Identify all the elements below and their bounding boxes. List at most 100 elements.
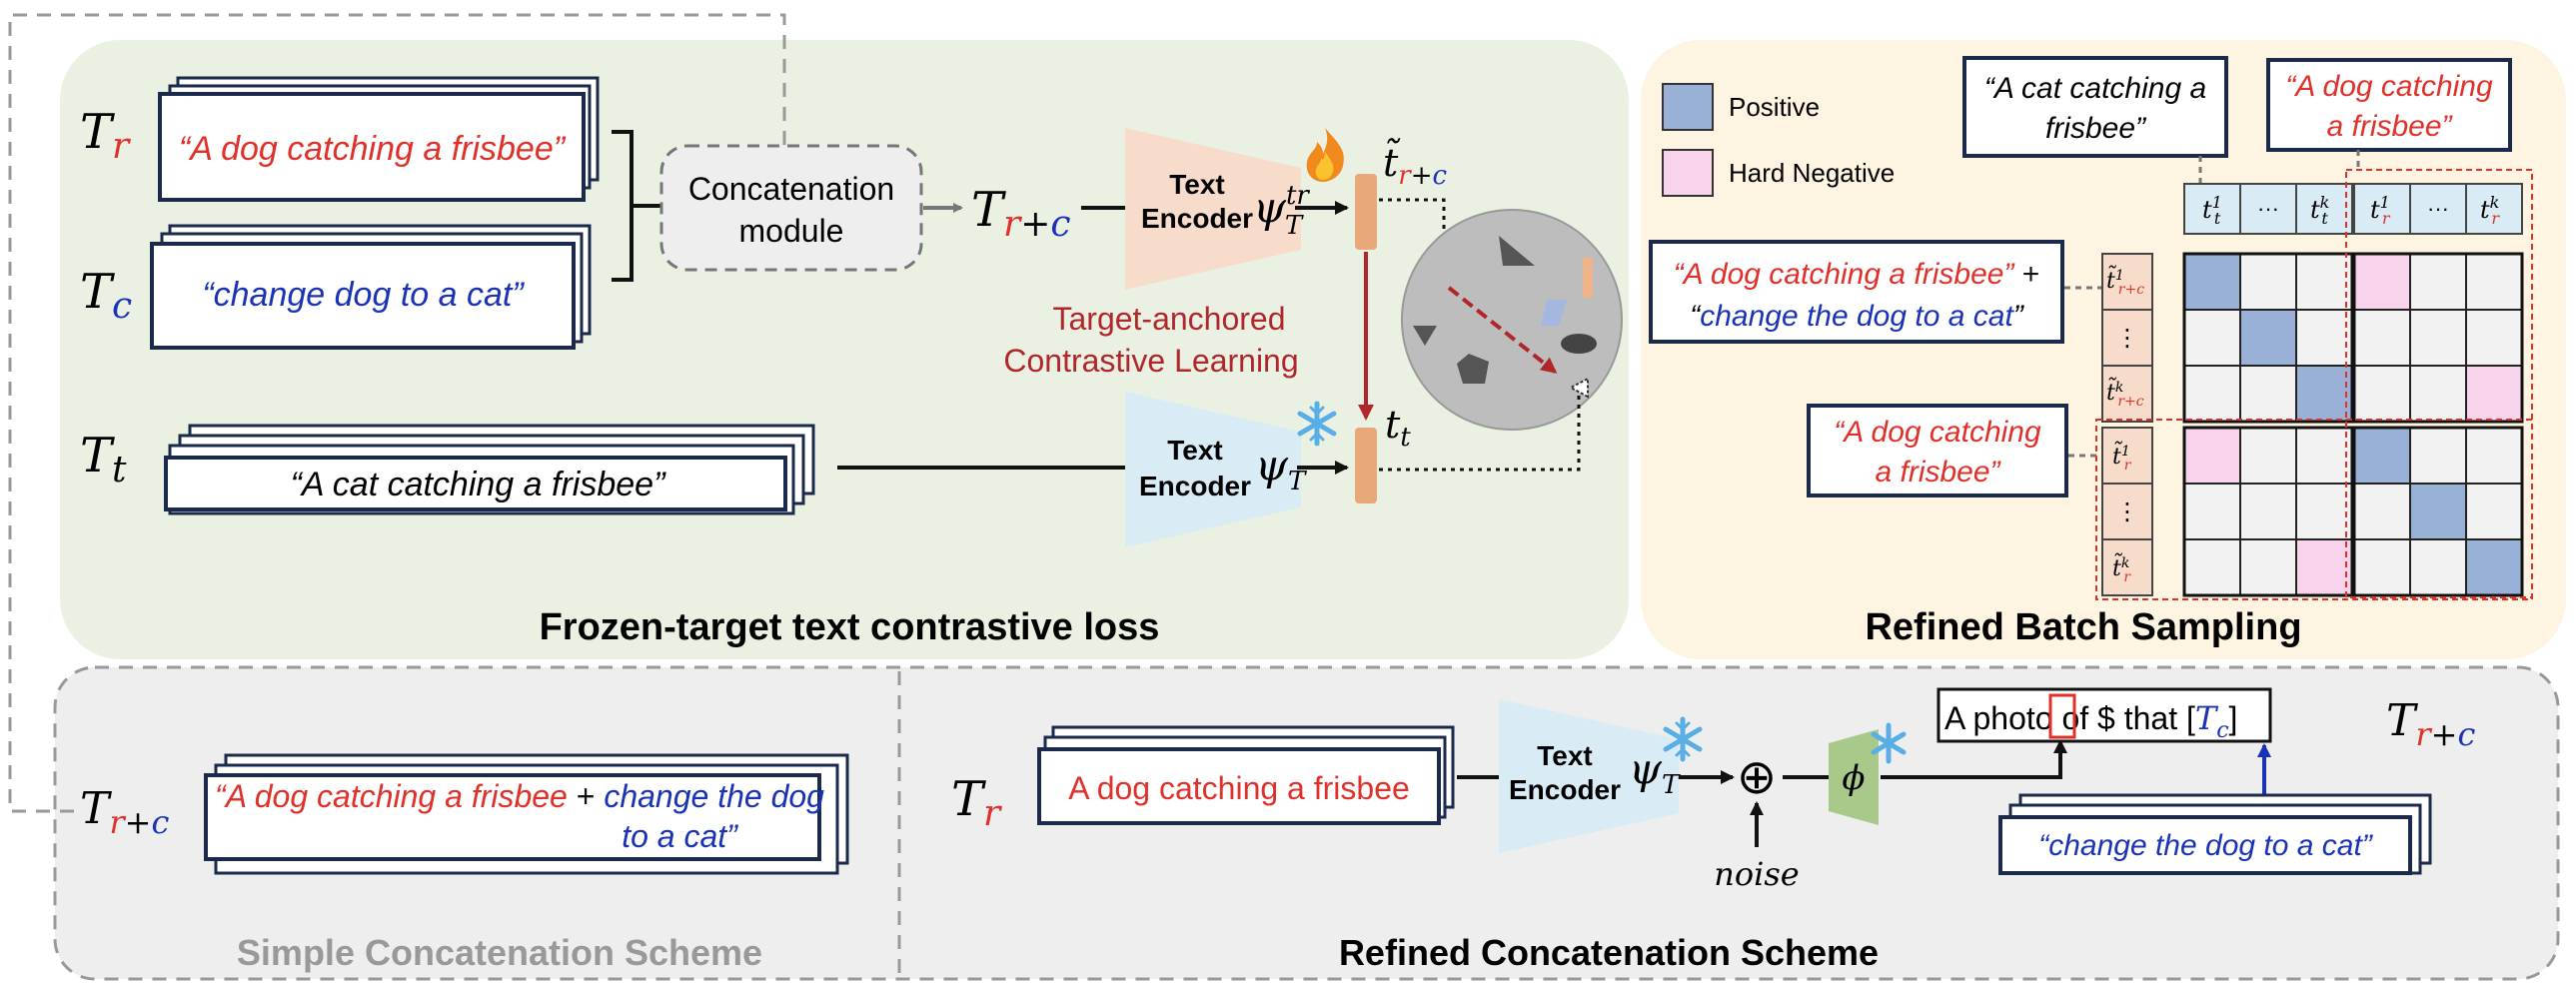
encoder3-line1: Text (1537, 740, 1593, 771)
box-combined-query (1649, 240, 2064, 344)
svg-text:t1t: t1t (2202, 193, 2222, 228)
snowflake-icon (1663, 716, 1703, 762)
stack-reference-text: “A dog catching a frisbee” (158, 76, 600, 202)
text-target: “A cat catching a frisbee” (291, 466, 666, 503)
matrix-cell (2465, 309, 2523, 367)
similarity-matrix (2182, 252, 2524, 597)
matrix-cell (2239, 253, 2297, 311)
matrix-cell (2353, 427, 2411, 485)
matrix-cell (2409, 538, 2467, 596)
hard-negative-group-columns (2345, 169, 2533, 598)
svg-text:t̃kr: t̃kr (2112, 551, 2131, 585)
bracket (612, 130, 661, 282)
svg-text:t̃1r+c: t̃1r+c (2106, 264, 2144, 298)
loss-label-1: Target-anchored (1052, 301, 1285, 337)
matrix-cell (2409, 427, 2467, 485)
matrix-block (2182, 426, 2354, 597)
matrix-cell (2409, 365, 2467, 423)
stack-refined-reference: A dog catching a frisbee (1037, 725, 1455, 825)
box-target-cat (1962, 56, 2228, 158)
label-tr-refined: Tr (951, 771, 1002, 834)
label-tc: Tc (80, 264, 132, 327)
label-trc-simple: Tr+c (80, 783, 169, 841)
box-dog-line2: a frisbee” (2326, 110, 2453, 143)
prompt-template: A photo of $ that [Tc] (1944, 699, 2237, 743)
concatenation-module (659, 144, 923, 272)
encoder3-line2: Encoder (1509, 774, 1621, 805)
embedding-space-sphere (1401, 209, 1623, 431)
snowflake-icon (1297, 401, 1337, 447)
matrix-cell (2239, 427, 2297, 485)
matrix-cell (2183, 483, 2241, 540)
svg-text:tkr: tkr (2480, 193, 2500, 228)
simple-concat-line1: “A dog catching a frisbee + change the d… (215, 778, 824, 814)
text-refined-reference: A dog catching a frisbee (1068, 770, 1410, 806)
stack-modification-text: “change dog to a cat” (150, 224, 592, 350)
legend-hard-negative-swatch (1662, 149, 1714, 197)
text-encoder-refined (1499, 699, 1679, 853)
matrix-cell (2295, 538, 2353, 596)
matrix-block (2352, 426, 2524, 597)
mlp-phi (1829, 729, 1879, 825)
label-trc: Tr+c (971, 182, 1071, 245)
oplus-symbol: ⊕ (1737, 751, 1777, 804)
box-cat-line1: “A cat catching a (1984, 72, 2206, 105)
matrix-cell (2183, 365, 2241, 423)
box-reference-dog-top (2266, 58, 2512, 152)
matrix-block (2182, 252, 2354, 424)
prompt-template-box (1936, 687, 2272, 743)
box-dog-line1: “A dog catching (2285, 70, 2493, 103)
concat-label-2: module (739, 213, 844, 249)
text-encoder-trainable (1125, 128, 1301, 290)
matrix-cell (2183, 253, 2241, 311)
legend-hard-negative-label: Hard Negative (1729, 158, 1895, 188)
svg-text:t̃1r: t̃1r (2112, 440, 2132, 474)
matrix-cell (2465, 483, 2523, 540)
svg-text:tkt: tkt (2310, 193, 2329, 228)
box-combo-line1: “A dog catching a frisbee” + (1674, 258, 2040, 291)
encoder1-line1: Text (1169, 169, 1225, 200)
box-combo-line2: “change the dog to a cat” (1690, 300, 2025, 333)
stack-simple-concat: “A dog catching a frisbee + change the d… (204, 753, 849, 875)
svg-text:···: ··· (2427, 196, 2449, 221)
matrix-cell (2239, 483, 2297, 540)
encoder1-line2: Encoder (1141, 203, 1253, 234)
embedding-tt (1355, 428, 1377, 503)
legend-positive-swatch (1662, 83, 1714, 131)
encoder2-line2: Encoder (1139, 471, 1251, 501)
matrix-cell (2183, 538, 2241, 596)
title-refined-concat: Refined Concatenation Scheme (1339, 932, 1879, 973)
svg-text:t1r: t1r (2370, 193, 2391, 228)
matrix-block (2352, 252, 2524, 424)
flame-icon (1306, 128, 1344, 182)
matrix-cell (2353, 483, 2411, 540)
label-trc-refined: Tr+c (2386, 695, 2475, 753)
svg-text:t̃kr+c: t̃kr+c (2106, 376, 2144, 410)
label-tr: Tr (80, 104, 131, 167)
label-tt-embedding: tt (1385, 403, 1411, 453)
matrix-cell (2409, 253, 2467, 311)
dotted-trc-to-sphere (1379, 198, 1444, 272)
title-frozen-target: Frozen-target text contrastive loss (540, 606, 1160, 648)
noise-label: noise (1714, 855, 1799, 893)
matrix-cell (2465, 538, 2523, 596)
concat-label-1: Concatenation (688, 171, 894, 207)
matrix-cell (2295, 253, 2353, 311)
box-reference-dog-bottom (1807, 404, 2068, 497)
matrix-cell (2409, 309, 2467, 367)
box-dog2-line2: a frisbee” (1875, 456, 2001, 489)
matrix-cell (2465, 253, 2523, 311)
box-dog2-line1: “A dog catching (1834, 416, 2041, 449)
matrix-cell (2465, 365, 2523, 423)
arrow-mlp-to-token (1881, 739, 2067, 779)
label-tt: Tt (80, 428, 127, 491)
matrix-cell (2183, 427, 2241, 485)
text-reference: “A dog catching a frisbee” (179, 130, 567, 168)
matrix-cell (2353, 253, 2411, 311)
box-cat-line2: frisbee” (2045, 112, 2147, 145)
stack-refined-modification: “change the dog to a cat” (1998, 793, 2432, 875)
hard-negative-group-rows (2095, 419, 2533, 600)
